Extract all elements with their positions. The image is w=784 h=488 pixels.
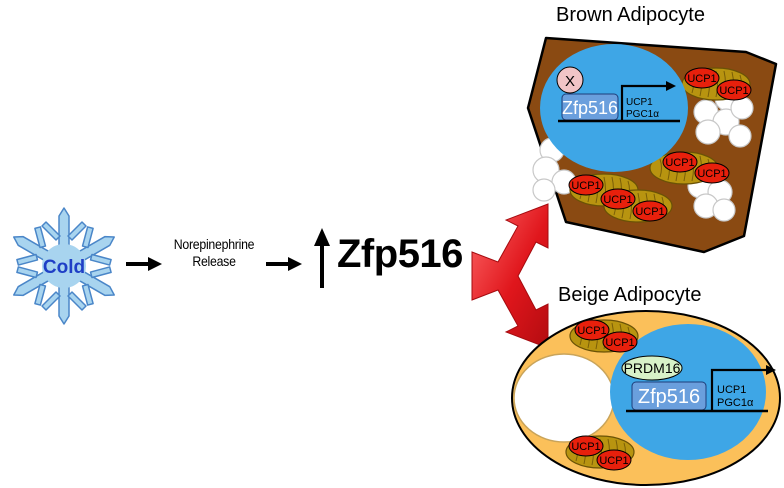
brown-zfp516-label: Zfp516: [562, 98, 618, 118]
brown-ucp1-group: UCP1 UCP1 UCP1 UCP1 UCP1 UCP1 UCP1: [568, 67, 752, 222]
up-arrow-icon: [314, 228, 330, 288]
brown-promoter-arrow-icon: [620, 81, 676, 121]
ucp1-ellipse: [574, 319, 610, 341]
ucp1-label: UCP1: [599, 455, 628, 467]
brown-target-ucp1: UCP1: [626, 97, 653, 108]
zfp516-main-label: Zfp516: [337, 232, 463, 276]
beige-target-ucp1: UCP1: [717, 384, 746, 396]
split-arrow-icon: [471, 203, 549, 349]
ucp1-label: UCP1: [687, 73, 716, 85]
norepinephrine-line-1: Norepinephrine: [173, 236, 255, 252]
ucp1-label: UCP1: [665, 157, 694, 169]
x-factor-label: X: [565, 73, 575, 90]
beige-lipid-droplet: [513, 353, 615, 443]
ucp1-label: UCP1: [605, 337, 634, 349]
ucp1-ellipse: [662, 151, 698, 173]
ucp1-label: UCP1: [635, 206, 664, 218]
brown-adipocyte: X Zfp516 UCP1 PGC1α UCP1 UCP1 UCP1 UCP1 …: [526, 36, 778, 254]
norepinephrine-line-2: Release: [192, 253, 236, 269]
arrow-cold-to-ne: [126, 257, 162, 271]
ucp1-ellipse: [596, 449, 632, 471]
x-factor-circle: [556, 66, 584, 94]
beige-zfp516-label: Zfp516: [638, 386, 700, 408]
ucp1-label: UCP1: [719, 85, 748, 97]
beige-promoter-arrow-icon: [710, 365, 776, 411]
cold-label: Cold: [43, 257, 85, 278]
ucp1-ellipse: [632, 200, 668, 222]
ucp1-ellipse: [600, 188, 636, 210]
beige-target-pgc1a: PGC1α: [717, 397, 754, 409]
ucp1-ellipse: [684, 67, 720, 89]
ucp1-ellipse: [568, 174, 604, 196]
brown-adipocyte-title: Brown Adipocyte: [556, 4, 705, 26]
ucp1-label: UCP1: [571, 441, 600, 453]
prdm16-ellipse: [621, 355, 683, 381]
snowflake-icon: Cold: [2, 207, 126, 325]
beige-adipocyte-title: Beige Adipocyte: [558, 284, 702, 306]
beige-ucp1-group: UCP1 UCP1 UCP1 UCP1: [568, 319, 638, 471]
prdm16-label: PRDM16: [624, 360, 681, 376]
beige-adipocyte: PRDM16 Zfp516 UCP1 PGC1α UCP1 UCP1 UCP1 …: [511, 310, 781, 486]
arrow-ne-to-zfp: [266, 257, 302, 271]
ucp1-ellipse: [602, 331, 638, 353]
ucp1-ellipse: [716, 79, 752, 101]
ucp1-label: UCP1: [697, 168, 726, 180]
ucp1-label: UCP1: [603, 194, 632, 206]
ucp1-label: UCP1: [577, 325, 606, 337]
ucp1-label: UCP1: [571, 180, 600, 192]
ucp1-ellipse: [568, 435, 604, 457]
ucp1-ellipse: [694, 162, 730, 184]
norepinephrine-release-label: Norepinephrine Release: [172, 236, 256, 270]
brown-target-pgc1a: PGC1α: [626, 109, 659, 120]
